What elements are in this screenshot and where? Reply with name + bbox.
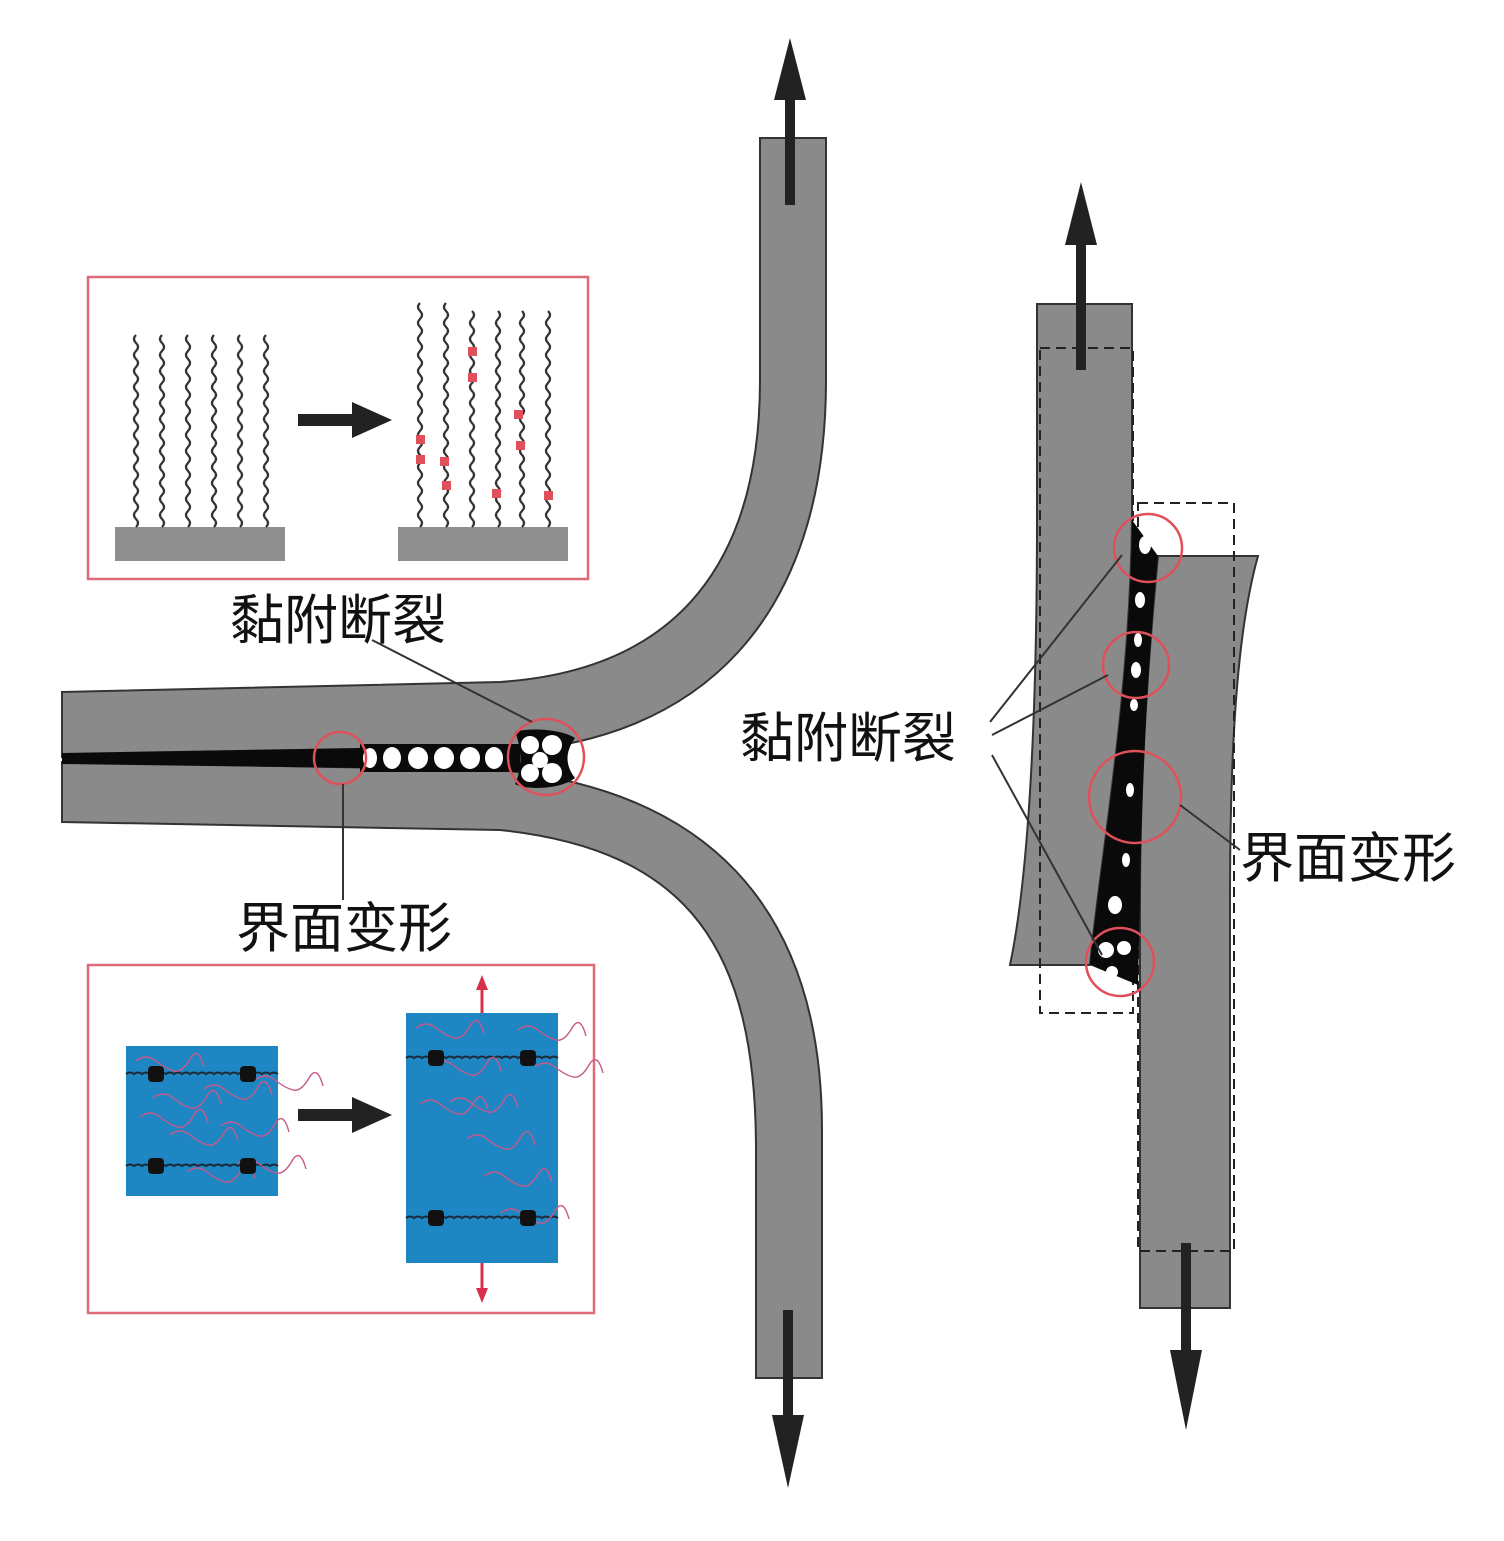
network-after-chains: [405, 1019, 604, 1226]
peel-adhesive-layer: [62, 748, 360, 768]
broken-bond-mark: [514, 410, 523, 419]
entangled-chain: [517, 1021, 587, 1041]
network-before-chains: [125, 1052, 324, 1183]
shear-cavities: [1098, 536, 1151, 978]
crosslink-node: [520, 1210, 536, 1226]
crosslink-node: [520, 1050, 536, 1066]
broken-bond-mark: [468, 373, 477, 382]
shear-adhesion-failure-label: 黏附断裂: [740, 707, 956, 770]
chains-after: [416, 302, 553, 528]
entangled-chain: [152, 1089, 222, 1109]
shear-circle-2: [1101, 630, 1171, 700]
entangled-chain: [534, 1058, 604, 1078]
crosslink-node: [148, 1158, 164, 1174]
peel-failure-leader: [371, 639, 533, 723]
crosslink-node: [428, 1210, 444, 1226]
inset-network-deformation: [86, 963, 604, 1315]
polymer-chain: [416, 302, 424, 528]
peel-adhesion-failure-label: 黏附断裂: [230, 589, 446, 652]
network-after: [406, 1013, 558, 1263]
entangled-chain: [449, 1093, 519, 1113]
crosslink-node: [428, 1050, 444, 1066]
broken-bond-mark: [492, 489, 501, 498]
polymer-chain: [158, 334, 166, 528]
broken-bond-mark: [442, 481, 451, 490]
polymer-chain: [132, 334, 140, 528]
entangled-chain: [483, 1167, 553, 1187]
entangled-chain: [203, 1080, 273, 1100]
peel-top-arrow-icon: [774, 38, 806, 205]
entangled-chain: [415, 1019, 485, 1039]
entangled-chain: [466, 1130, 536, 1150]
entangled-chain: [139, 1108, 209, 1128]
shear-circle-top: [1112, 512, 1184, 584]
crosslink-node: [240, 1066, 256, 1082]
entangled-chain: [432, 1056, 502, 1076]
broken-bond-mark: [416, 435, 425, 444]
peel-failure-circle: [506, 717, 586, 797]
inset-substrate-after: [398, 527, 568, 561]
broken-bond-mark: [516, 441, 525, 450]
polymer-chain: [236, 334, 244, 528]
right-arrow-icon: [298, 1097, 392, 1133]
peel-interface-circle: [312, 730, 368, 786]
crosslink-node: [240, 1158, 256, 1174]
peel-upper-arm: [61, 137, 827, 759]
entangled-chain: [135, 1052, 205, 1072]
inset-substrate-before: [115, 527, 285, 561]
polymer-chain: [184, 334, 192, 528]
entangled-chain: [254, 1071, 324, 1091]
peel-test: [61, 38, 827, 1488]
shear-circle-bottom: [1084, 926, 1156, 998]
polymer-chain: [262, 334, 270, 528]
stretch-down-arrow-icon: [476, 1263, 488, 1303]
shear-test: [989, 182, 1260, 1430]
broken-bond-mark: [468, 347, 477, 356]
inset-chain-rupture: [86, 275, 590, 581]
polymer-chain: [210, 334, 218, 528]
peel-lower-arm: [61, 760, 823, 1379]
entangled-chain: [419, 1095, 489, 1115]
chains-before: [132, 334, 270, 528]
shear-interface-deformation-label: 界面变形: [1240, 827, 1456, 890]
entangled-chain: [220, 1117, 290, 1137]
broken-bond-mark: [440, 457, 449, 466]
shear-failure-leaders: [989, 554, 1123, 956]
peel-interface-deformation-label: 界面变形: [236, 897, 452, 960]
entangled-chain: [169, 1126, 239, 1146]
broken-bond-mark: [544, 491, 553, 500]
peel-cavities: [360, 729, 575, 788]
shear-interface-leader: [1179, 804, 1241, 851]
shear-circle-interface: [1087, 749, 1183, 845]
crosslink-node: [148, 1066, 164, 1082]
shear-lower-adherend: [1139, 555, 1260, 1309]
entangled-chain: [500, 1204, 570, 1224]
stretch-up-arrow-icon: [476, 975, 488, 1013]
shear-top-arrow-icon: [1065, 182, 1097, 370]
shear-bottom-arrow-icon: [1170, 1243, 1202, 1430]
broken-bond-mark: [416, 455, 425, 464]
peel-bottom-arrow-icon: [772, 1310, 804, 1488]
right-arrow-icon: [298, 402, 392, 438]
